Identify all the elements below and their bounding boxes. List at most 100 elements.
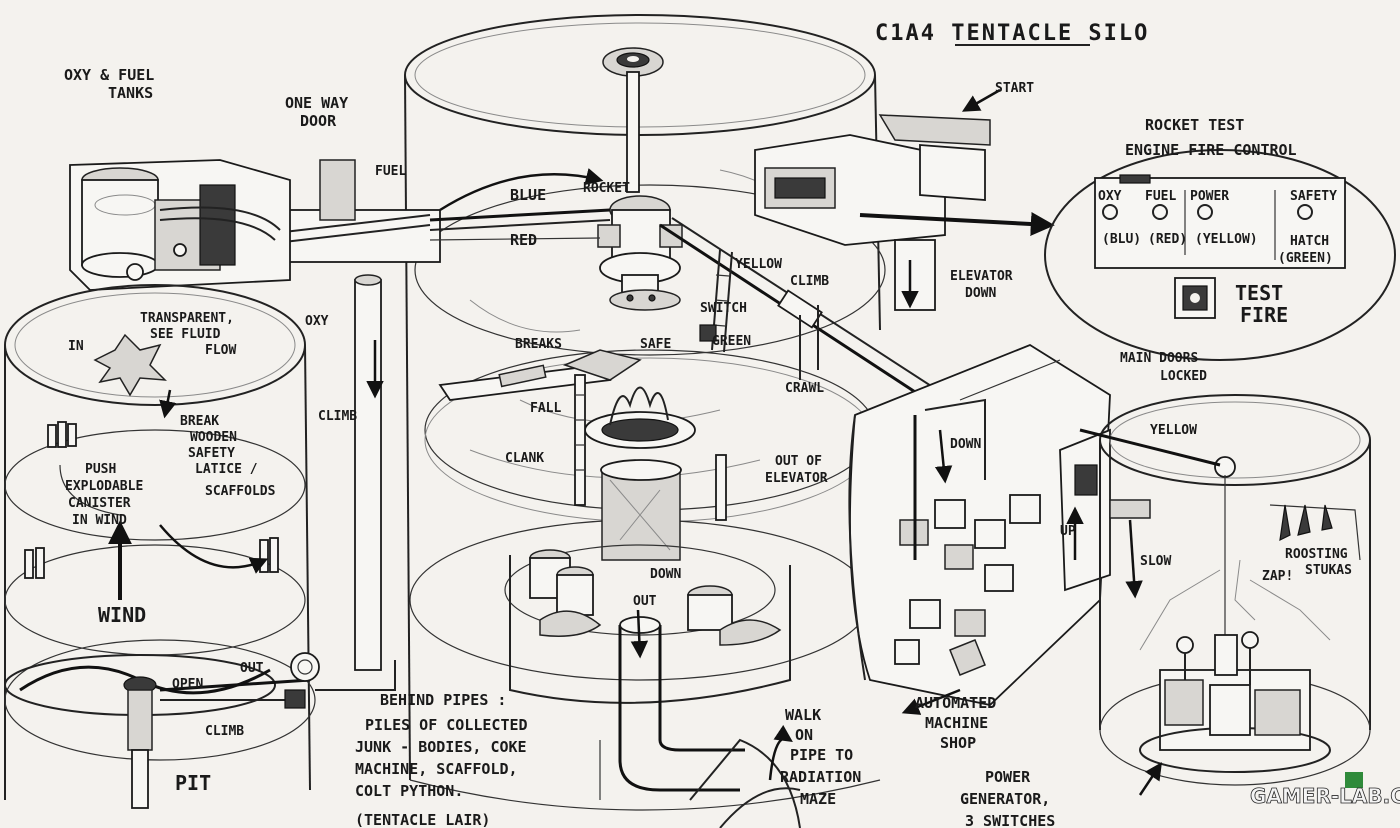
label-one-way: ONE WAY — [285, 94, 348, 112]
label-blue: BLUE — [510, 186, 546, 204]
watermark: GAMER-LAB.COM — [1250, 772, 1400, 808]
label-safe: SAFE — [640, 337, 671, 352]
label-out-center: OUT — [633, 594, 657, 609]
label-down-center: DOWN — [650, 567, 681, 582]
label-push: PUSH — [85, 462, 116, 477]
label-break: BREAK — [180, 414, 219, 429]
label-ctl-blu: (BLU) — [1102, 232, 1141, 247]
label-elevator: ELEVATOR — [950, 269, 1013, 284]
label-shop: SHOP — [940, 734, 976, 752]
label-machine-shop: MACHINE — [925, 714, 988, 732]
label-automated: AUTOMATED — [915, 694, 996, 712]
grinder-pit — [438, 349, 727, 561]
climb-shaft — [315, 274, 396, 691]
label-tentacle-lair: (TENTACLE LAIR) — [355, 811, 490, 828]
label-fall: FALL — [530, 401, 561, 416]
label-safety: SAFETY — [188, 446, 235, 461]
label-see-fluid: SEE FLUID — [150, 327, 221, 342]
label-pipe-to: PIPE TO — [790, 746, 853, 764]
label-clank: CLANK — [505, 451, 544, 466]
label-junk: JUNK - BODIES, COKE — [355, 738, 527, 756]
label-behind-pipes: BEHIND PIPES : — [380, 691, 506, 709]
label-stukas: STUKAS — [1305, 563, 1352, 578]
label-open: OPEN — [172, 677, 203, 692]
label-fuel: FUEL — [375, 164, 406, 179]
start-elevator-block — [754, 88, 1055, 311]
watermark-logo-icon — [1345, 772, 1363, 788]
label-piles: PILES OF COLLECTED — [365, 716, 528, 734]
label-3-switches: 3 SWITCHES — [965, 812, 1055, 828]
diagram-title: C1A4 TENTACLE SILO — [875, 21, 1149, 46]
label-pit: PIT — [175, 771, 211, 795]
label-elevator-out: ELEVATOR — [765, 471, 828, 486]
label-main-doors: MAIN DOORS — [1120, 351, 1198, 366]
label-ctl-oxy: OXY — [1098, 189, 1122, 204]
label-ctl-yellow: (YELLOW) — [1195, 232, 1258, 247]
label-oxy-fuel: OXY & FUEL — [64, 66, 154, 84]
watermark-text: GAMER-LAB.COM — [1250, 784, 1400, 808]
label-roosting: ROOSTING — [1285, 547, 1348, 562]
label-elevator-down: DOWN — [965, 286, 996, 301]
label-generator: GENERATOR, — [960, 790, 1050, 808]
label-scaffolds: SCAFFOLDS — [205, 484, 276, 499]
label-fire: FIRE — [1240, 303, 1288, 327]
label-explodable: EXPLODABLE — [65, 479, 143, 494]
label-ctl-fuel: FUEL — [1145, 189, 1176, 204]
label-oxy: OXY — [305, 314, 329, 329]
label-ctl-hatch: HATCH — [1290, 234, 1329, 249]
label-canister: CANISTER — [68, 496, 131, 511]
label-yellow: YELLOW — [735, 257, 782, 272]
tentacle-lair — [504, 544, 801, 828]
label-colt: COLT PYTHON. — [355, 782, 463, 800]
label-out-of: OUT OF — [775, 454, 822, 469]
label-latice: LATICE / — [195, 462, 258, 477]
labels: C1A4 TENTACLE SILO OXY & FUEL TANKS ONE … — [64, 21, 1352, 828]
label-ctl-safety: SAFETY — [1290, 189, 1337, 204]
diagonal-catwalk — [659, 217, 946, 407]
label-in-wind: IN WIND — [72, 513, 127, 528]
label-wind: WIND — [98, 603, 146, 627]
label-start: START — [995, 81, 1034, 96]
label-ctl-power: POWER — [1190, 189, 1229, 204]
tank-room — [69, 159, 291, 291]
label-machine: MACHINE, SCAFFOLD, — [355, 760, 518, 778]
label-up-shop: UP — [1060, 524, 1076, 539]
label-breaks: BREAKS — [515, 337, 562, 352]
label-out-left: OUT — [240, 661, 264, 676]
label-walk: WALK — [785, 706, 821, 724]
label-down-shop: DOWN — [950, 437, 981, 452]
label-slow: SLOW — [1140, 554, 1171, 569]
label-climb-bottom: CLIMB — [205, 724, 244, 739]
label-yellow-right: YELLOW — [1150, 423, 1197, 438]
label-in: IN — [68, 339, 84, 354]
label-maze: MAZE — [800, 790, 836, 808]
label-ctl-green: (GREEN) — [1278, 251, 1333, 266]
label-tanks: TANKS — [108, 84, 153, 102]
label-door: DOOR — [300, 112, 337, 130]
label-ctl-red: (RED) — [1148, 232, 1187, 247]
label-transparent: TRANSPARENT, — [140, 311, 234, 326]
label-flow: FLOW — [205, 343, 236, 358]
label-climb-shaft: CLIMB — [318, 409, 357, 424]
label-power: POWER — [985, 768, 1031, 786]
label-crawl: CRAWL — [785, 381, 824, 396]
rocket-shaft — [597, 47, 683, 311]
label-on: ON — [795, 726, 813, 744]
label-switch: SWITCH — [700, 301, 747, 316]
label-test: TEST — [1235, 281, 1283, 305]
label-wooden: WOODEN — [190, 430, 237, 445]
label-radiation: RADIATION — [780, 768, 861, 786]
label-red: RED — [510, 231, 537, 249]
machine-shop — [848, 343, 1151, 715]
label-green: GREEN — [712, 334, 751, 349]
left-cylinder — [4, 284, 320, 809]
label-rocket: ROCKET — [583, 181, 630, 196]
label-engine-fire-control: ENGINE FIRE CONTROL — [1125, 141, 1297, 159]
label-locked: LOCKED — [1160, 369, 1207, 384]
generator-cylinder — [1079, 394, 1371, 796]
label-rocket-test: ROCKET TEST — [1145, 116, 1244, 134]
label-climb-top: CLIMB — [790, 274, 829, 289]
rocket-test-control — [1044, 149, 1396, 361]
label-zap: ZAP! — [1262, 569, 1293, 584]
